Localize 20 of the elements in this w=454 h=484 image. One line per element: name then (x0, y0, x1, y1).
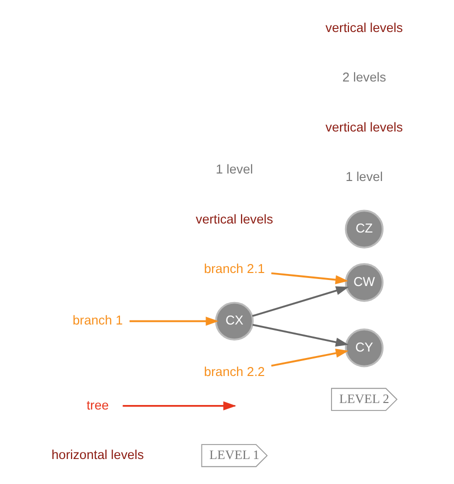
node-circle: CW (344, 263, 384, 302)
label: vertical levels (325, 20, 402, 35)
arrow (270, 272, 348, 284)
node-circle: CY (344, 328, 384, 368)
node-text: branch 2.2 (203, 364, 264, 380)
arrow (129, 316, 218, 326)
label: vertical levels (325, 119, 402, 134)
label: vertical levels (195, 211, 273, 226)
node-circle: CX (214, 302, 254, 340)
node-text: branch 1 (72, 312, 122, 328)
node-text: tree (86, 397, 108, 412)
arrow (270, 348, 348, 367)
node-text: branch 2.1 (203, 261, 264, 276)
arrow (252, 324, 348, 347)
arrow (252, 286, 348, 317)
label: horizontal levels (51, 446, 144, 462)
label: 1 level (345, 168, 382, 184)
label: 1 level (215, 162, 253, 177)
label: 2 levels (342, 70, 386, 85)
node-circle: CZ (344, 210, 384, 248)
